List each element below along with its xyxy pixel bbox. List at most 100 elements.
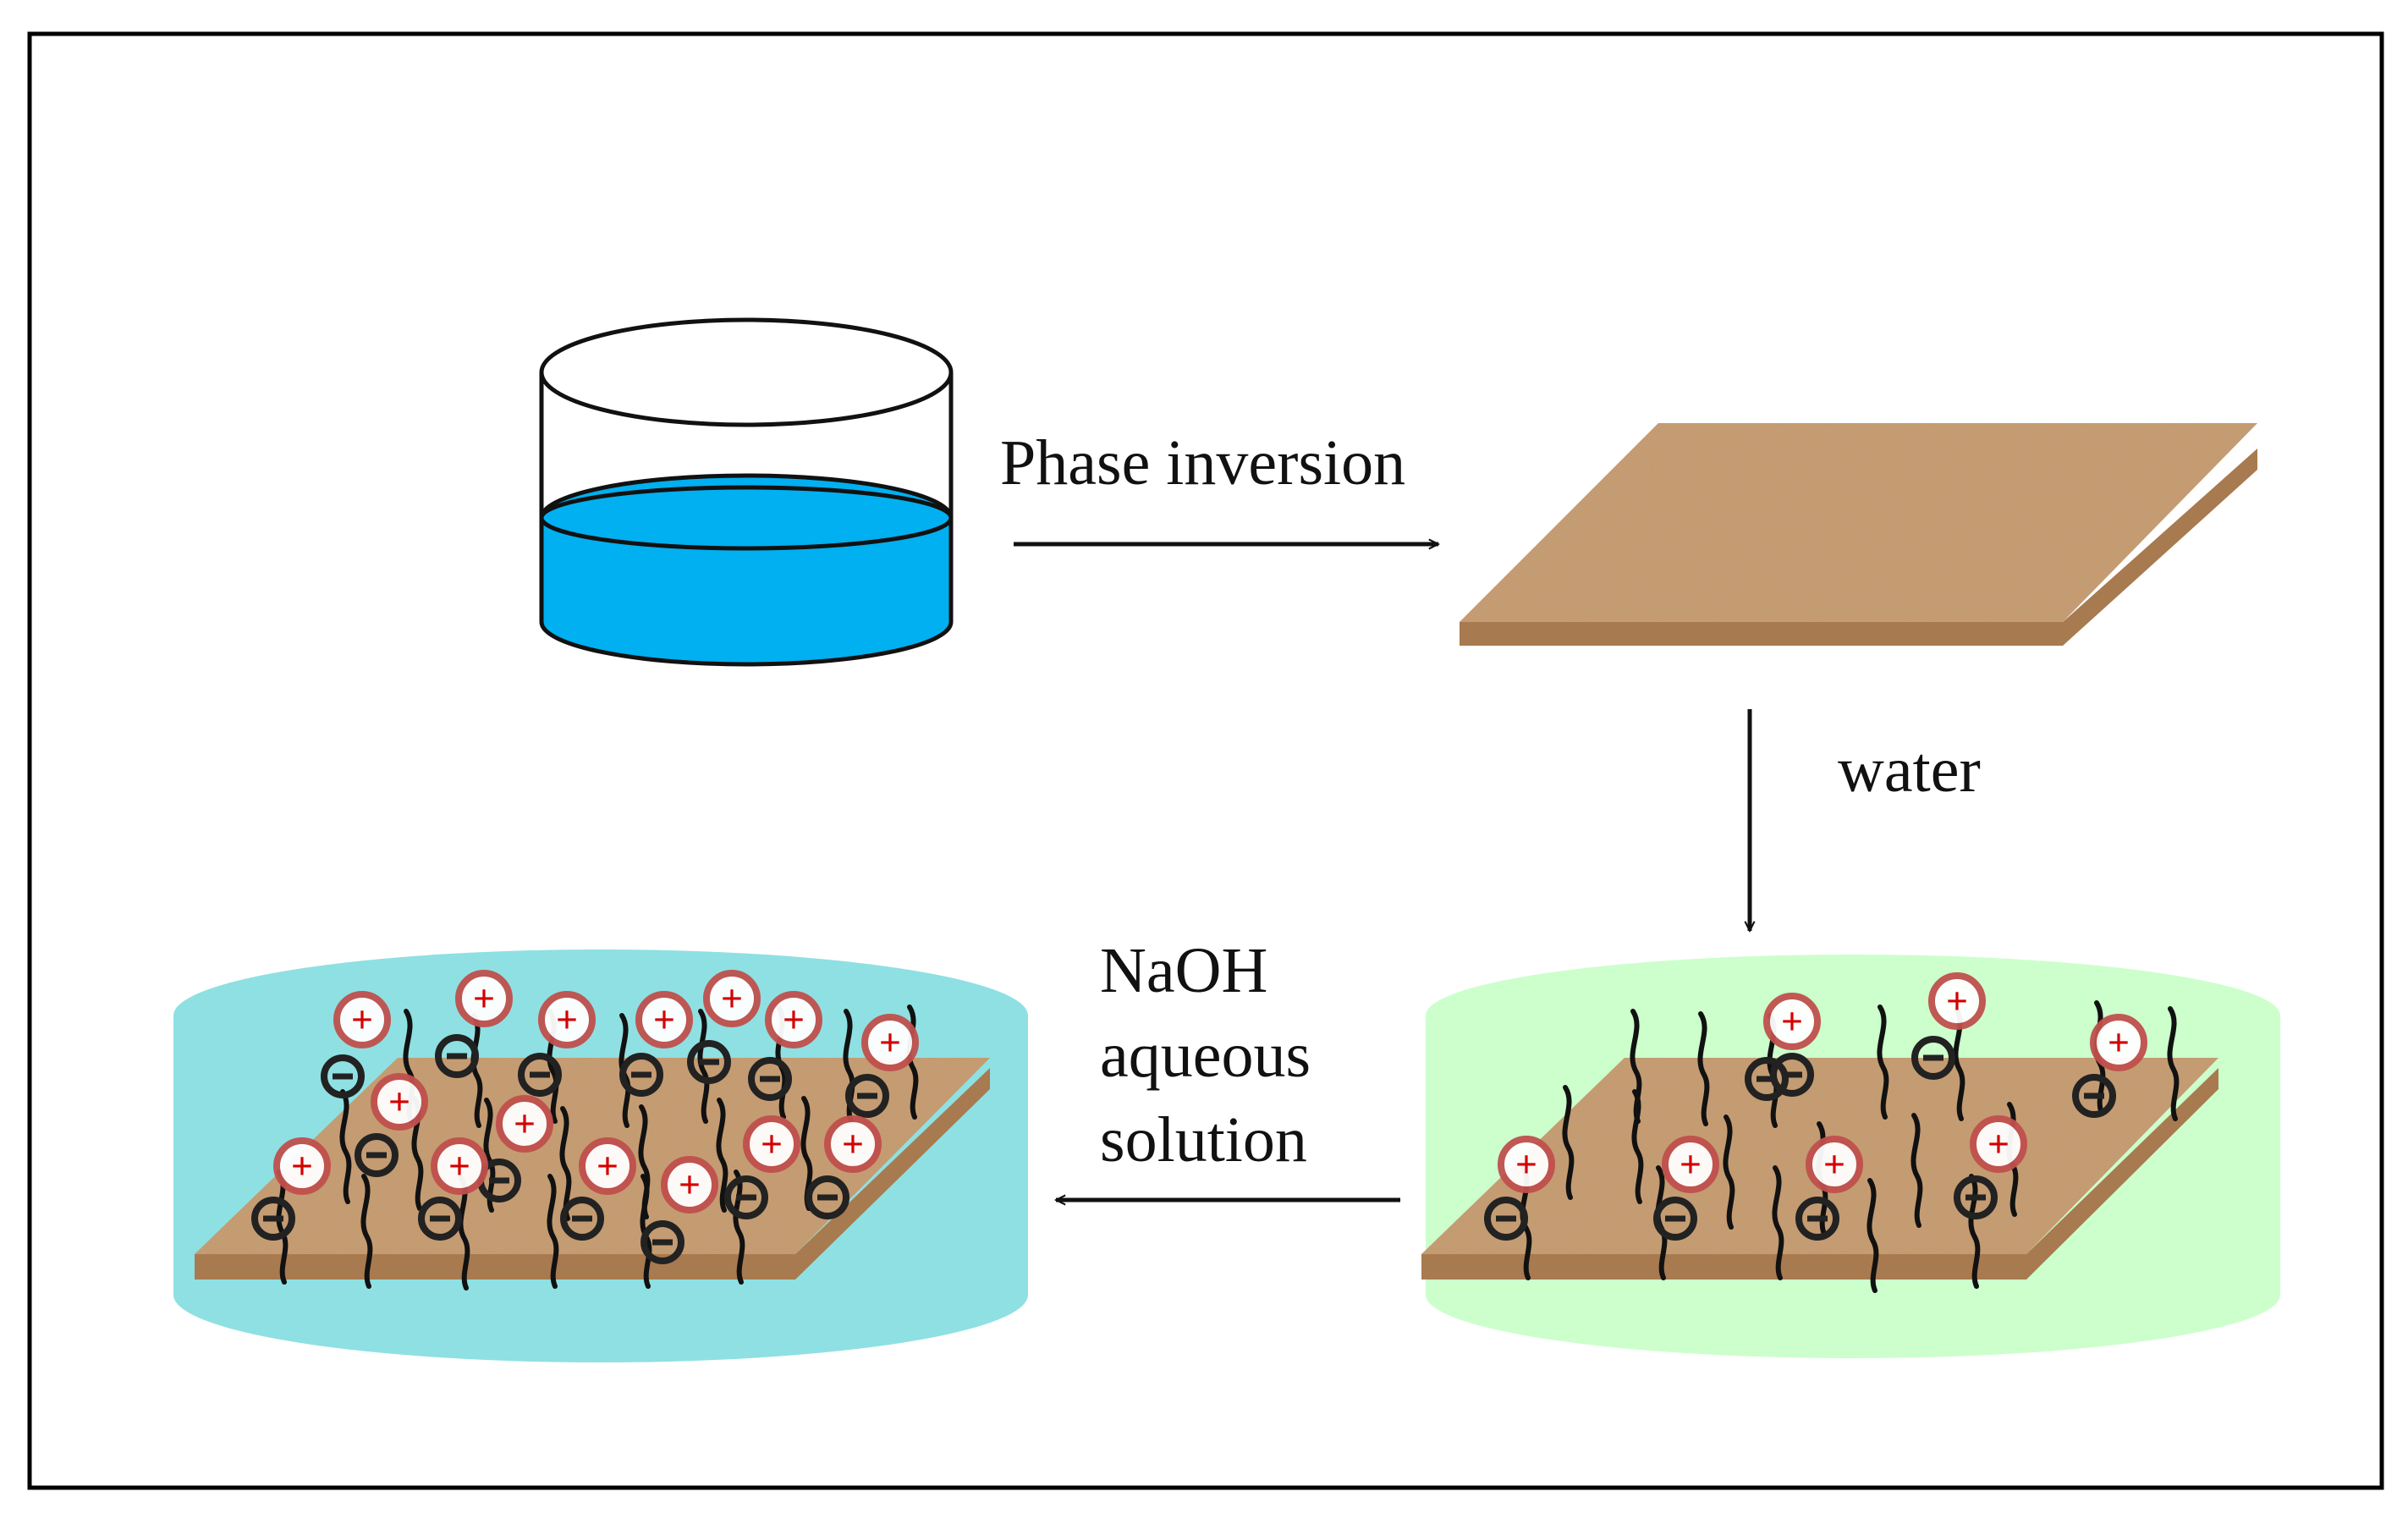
phase-inversion-label: Phase inversion <box>1000 427 1405 498</box>
positive-charge-symbol: + <box>761 1122 783 1165</box>
positive-charge-icon <box>1763 993 1821 1050</box>
naoh-bath: +++++++++++++++ <box>173 949 1028 1362</box>
beaker-icon <box>539 317 954 667</box>
positive-charge-icon <box>1498 1136 1555 1193</box>
negative-charge-icon <box>748 1057 792 1101</box>
membrane-sheet <box>1460 423 2257 646</box>
positive-charge-icon <box>273 1137 331 1195</box>
naoh-label-line1: NaOH <box>1100 935 1267 1006</box>
water-membrane-chains: + + + + + + + <box>1484 972 2180 1293</box>
negative-charge-icon <box>1653 1197 1697 1241</box>
negative-charge-icon <box>619 1053 663 1097</box>
polymer-chain <box>470 1013 483 1128</box>
polymer-chain <box>559 1106 572 1221</box>
positive-charge-symbol: + <box>653 998 675 1041</box>
negative-charge-icon <box>418 1197 462 1241</box>
negative-charge-icon <box>1954 1175 1998 1219</box>
positive-charge-symbol: + <box>351 998 373 1041</box>
positive-charge-symbol: + <box>291 1144 313 1187</box>
polymer-chain <box>1562 1085 1575 1200</box>
positive-charge-symbol: + <box>679 1163 701 1206</box>
polymer-chain <box>2167 1006 2180 1121</box>
polymer-chain <box>716 1098 728 1213</box>
polymer-chain <box>906 1004 919 1120</box>
positive-charge-icon <box>371 1073 428 1131</box>
positive-charge-symbol: + <box>556 998 578 1041</box>
polymer-chain <box>1866 1178 1879 1293</box>
positive-charge-icon <box>861 1014 919 1071</box>
positive-charge-icon <box>661 1156 718 1214</box>
positive-charge-symbol: + <box>1946 979 1968 1022</box>
polymer-chain <box>1772 1165 1784 1280</box>
membrane-surface <box>1460 423 2257 622</box>
water-bath: + + + + + + + <box>1421 955 2280 1358</box>
positive-charge-icon <box>431 1137 488 1195</box>
polymer-chain <box>458 1175 470 1291</box>
polymer-chain <box>697 1009 710 1124</box>
negative-charge-icon <box>805 1175 849 1219</box>
naoh-membrane-side <box>195 1068 990 1280</box>
positive-charge-icon <box>496 1095 553 1153</box>
polymer-chain <box>1877 1004 1889 1120</box>
positive-charge-symbol: + <box>721 977 743 1020</box>
naoh-label-line3: solution <box>1100 1104 1307 1175</box>
negative-charge-icon <box>251 1197 295 1241</box>
positive-charge-icon <box>743 1115 800 1173</box>
positive-charge-symbol: + <box>1987 1122 2009 1165</box>
negative-charge-icon <box>321 1054 365 1098</box>
water-membrane-side <box>1421 1068 2218 1280</box>
positive-charge-symbol: + <box>1823 1142 1845 1186</box>
positive-charge-icon <box>333 991 391 1048</box>
positive-charge-icon <box>538 991 596 1048</box>
positive-charge-icon <box>1806 1136 1863 1193</box>
negative-charge-icon <box>1745 1057 1789 1101</box>
positive-charge-symbol: + <box>597 1144 618 1187</box>
polymer-chain <box>733 1170 745 1285</box>
positive-charge-icon <box>455 970 513 1027</box>
beaker-rim <box>539 317 954 427</box>
polymer-chain <box>547 1174 559 1289</box>
positive-charge-icon <box>1928 972 1986 1030</box>
polymer-chain <box>1631 1089 1644 1204</box>
water-label: water <box>1838 735 1981 806</box>
negative-charge-icon <box>845 1074 889 1118</box>
positive-charge-symbol: + <box>514 1102 536 1145</box>
positive-charge-icon <box>2090 1014 2147 1071</box>
positive-charge-symbol: + <box>783 998 805 1041</box>
polymer-chain <box>339 1089 352 1204</box>
naoh-bath-top <box>173 949 1028 1081</box>
positive-charge-symbol: + <box>2108 1021 2130 1064</box>
polymer-chain <box>1723 1114 1735 1230</box>
negative-charge-icon <box>355 1133 399 1177</box>
positive-charge-icon <box>635 991 693 1048</box>
negative-charge-icon <box>1795 1197 1839 1241</box>
positive-charge-icon <box>824 1115 882 1173</box>
polymer-chain <box>1968 1174 1981 1289</box>
positive-charge-symbol: + <box>1680 1142 1702 1186</box>
positive-charge-symbol: + <box>1781 999 1803 1043</box>
negative-charge-icon <box>560 1197 604 1241</box>
negative-charge-icon <box>1770 1053 1814 1097</box>
positive-charge-symbol: + <box>1515 1142 1537 1186</box>
positive-charge-icon <box>703 970 761 1027</box>
negative-charge-icon <box>687 1040 731 1084</box>
membrane-side <box>1460 449 2257 646</box>
negative-charge-icon <box>1911 1036 1955 1080</box>
negative-charge-icon <box>518 1053 562 1097</box>
positive-charge-symbol: + <box>448 1144 470 1187</box>
positive-charge-icon <box>579 1137 636 1195</box>
negative-charge-icon <box>640 1220 684 1264</box>
positive-charge-symbol: + <box>879 1021 901 1064</box>
naoh-label-line2: aqueous <box>1100 1020 1311 1091</box>
positive-charge-icon <box>765 991 822 1048</box>
polymer-chain <box>1910 1113 1923 1228</box>
polymer-chain <box>360 1174 373 1289</box>
positive-charge-symbol: + <box>473 977 495 1020</box>
negative-charge-icon <box>1484 1197 1528 1241</box>
water-bath-top <box>1426 955 2280 1076</box>
positive-charge-symbol: + <box>842 1122 864 1165</box>
positive-charge-icon <box>1662 1136 1719 1193</box>
polymer-chain <box>1697 1011 1710 1126</box>
